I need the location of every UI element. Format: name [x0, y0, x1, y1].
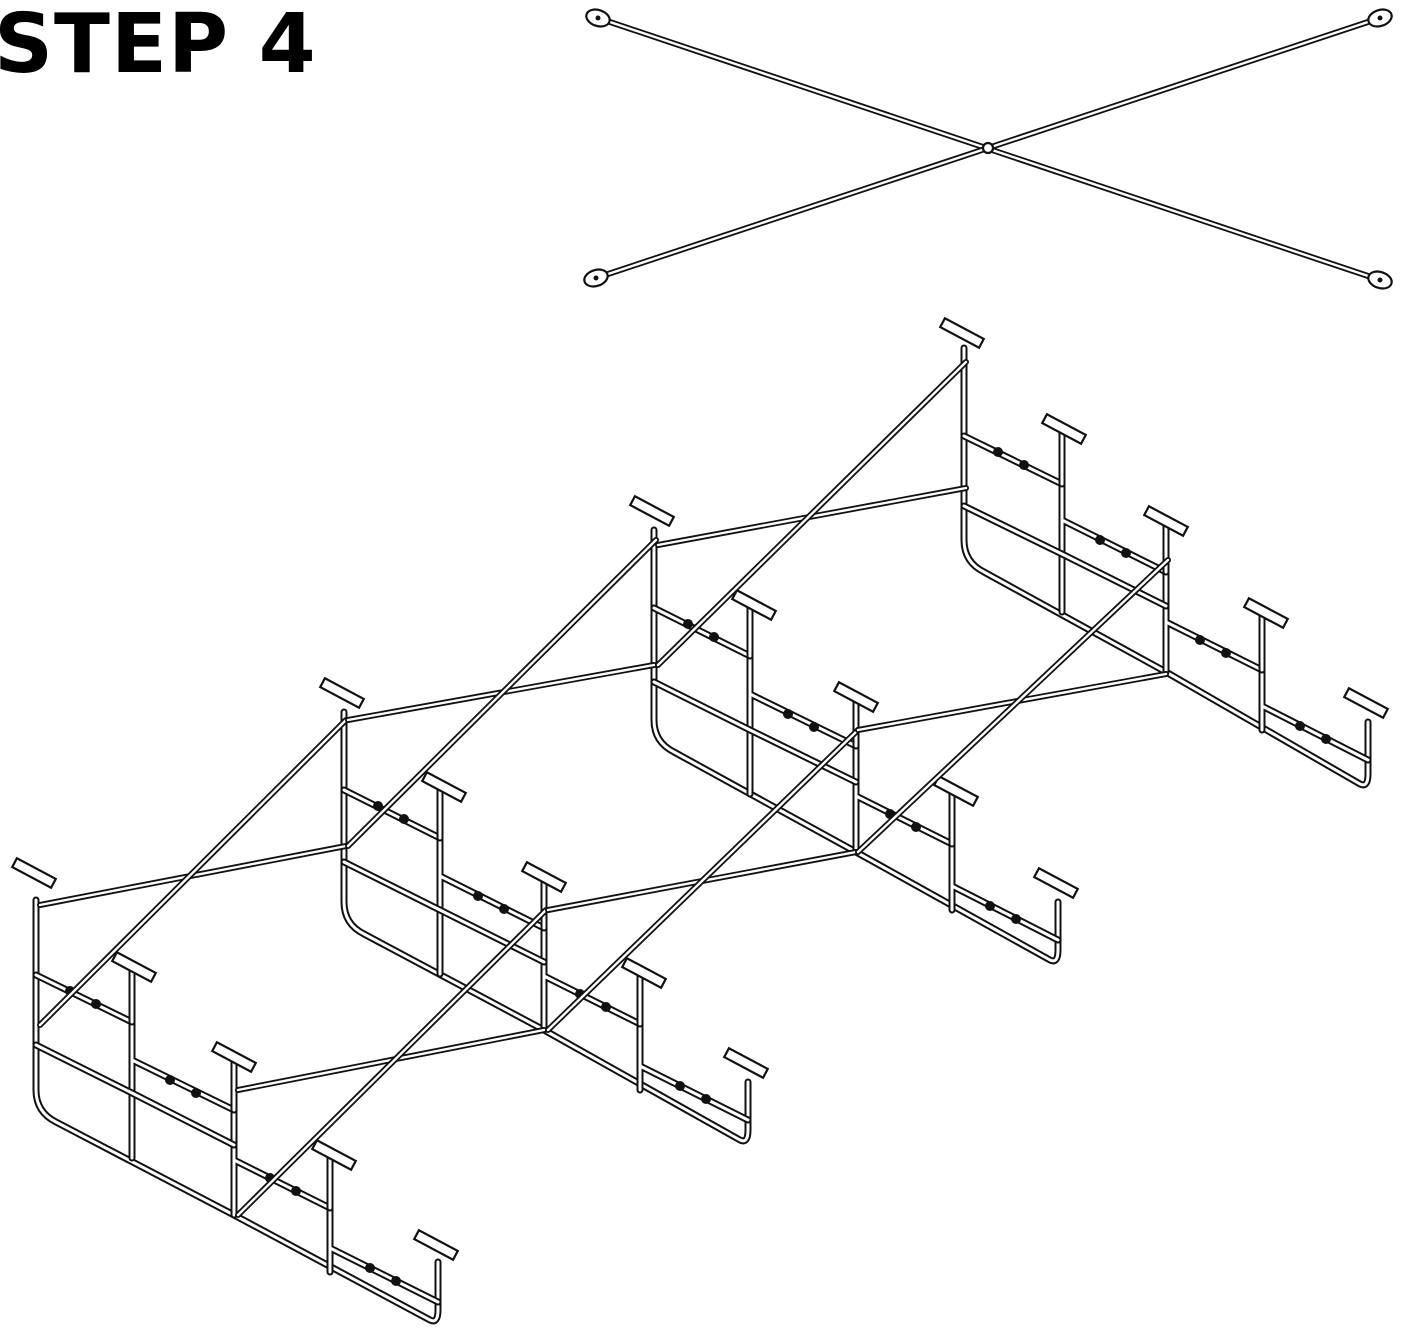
- frame-3: [628, 494, 1080, 965]
- stepped-frame-assembly: [10, 316, 1390, 1325]
- brace-pivot-icon: [981, 141, 995, 155]
- cross-brace-part: [583, 8, 1393, 290]
- installed-cross-braces: [37, 359, 1171, 1218]
- step-title: STEP 4: [0, 0, 317, 92]
- frame-1: [10, 856, 460, 1325]
